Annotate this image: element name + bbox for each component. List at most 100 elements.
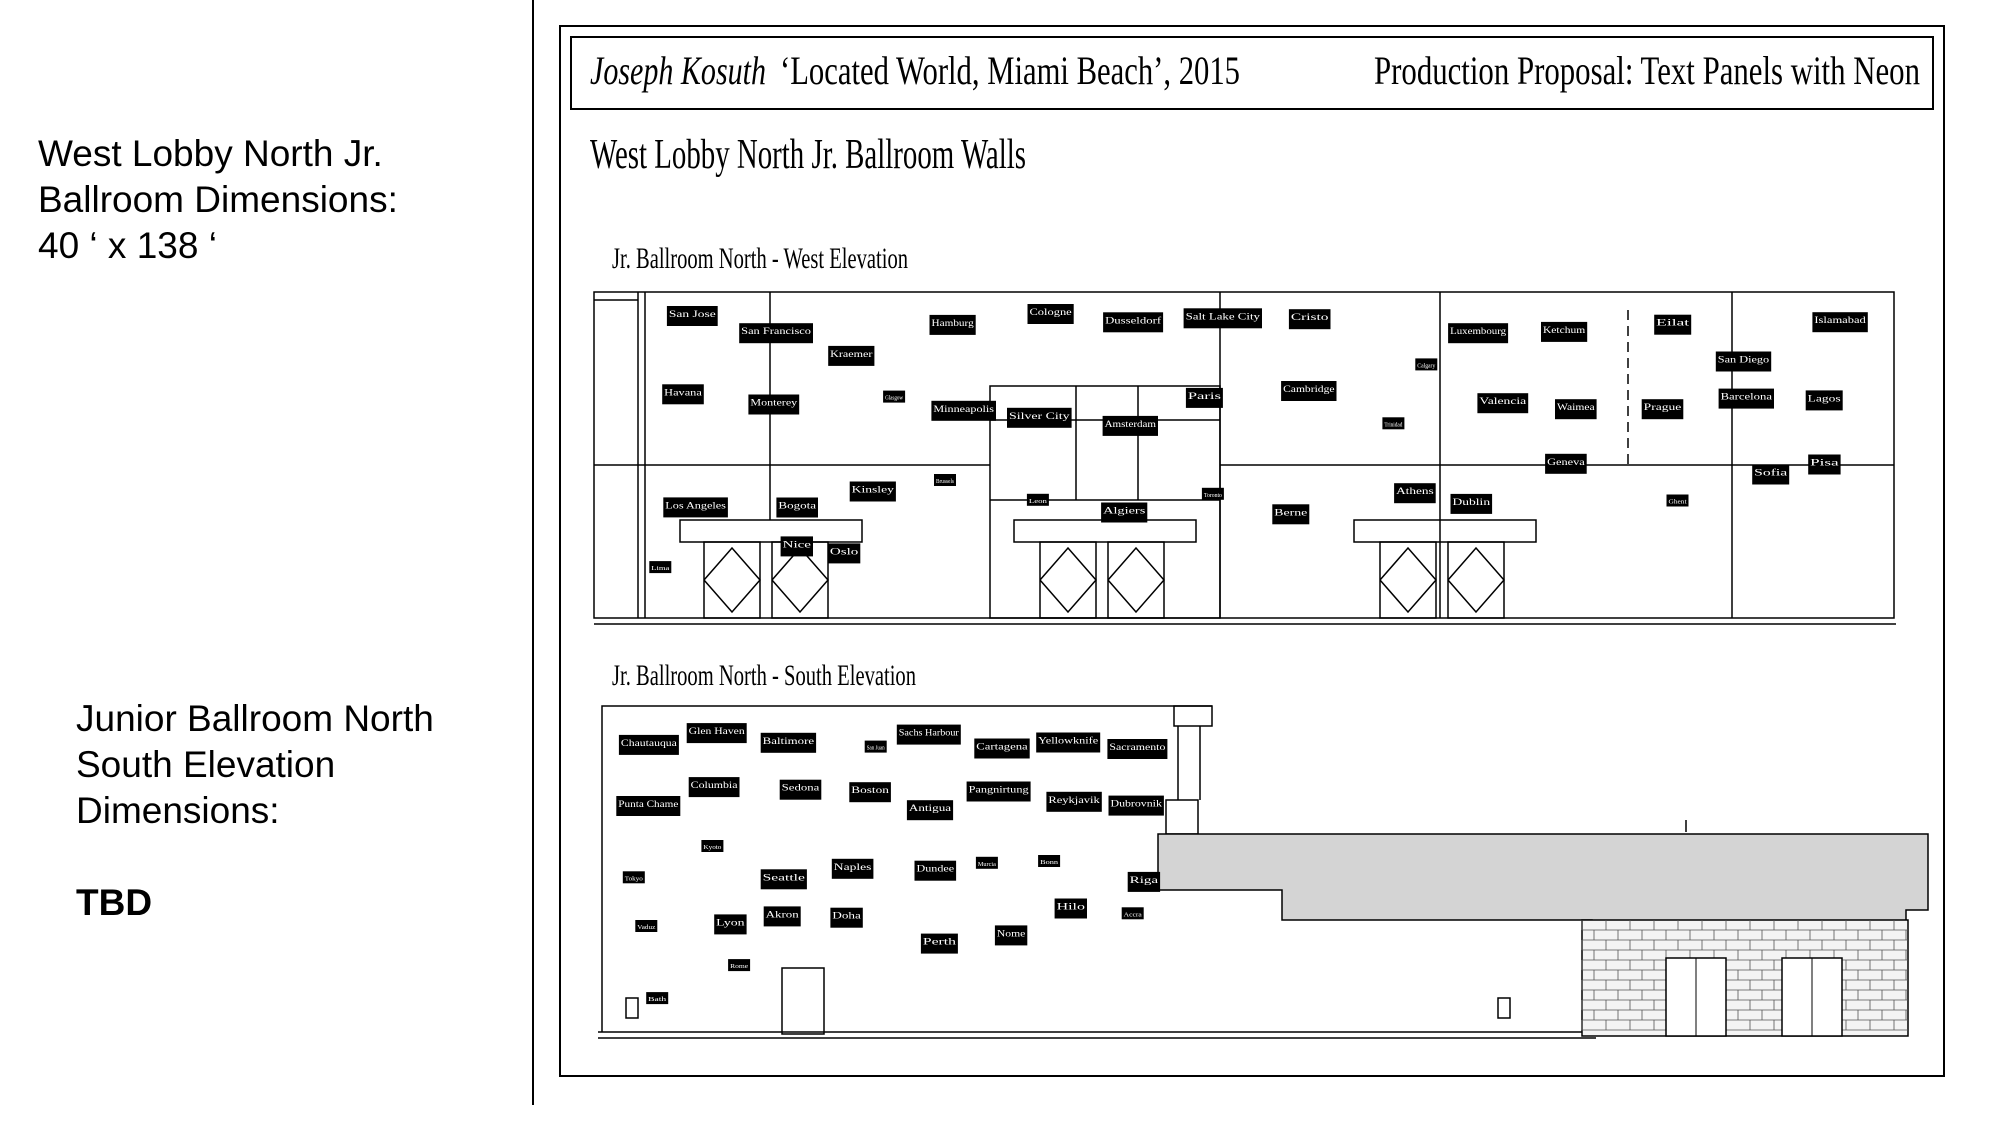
panel-city-name: Salt Lake City [1186,311,1261,321]
brick-wall [1581,919,1909,1037]
panel-city-name: Pangnirtung [969,785,1030,795]
panel-city-name: Cologne [1030,307,1072,317]
text-panel [1107,739,1168,759]
note-line: Ballroom Dimensions: [38,179,398,220]
panel-city-name: Tokyo [625,876,643,882]
text-panel [1046,791,1102,812]
text-panel [1448,323,1509,344]
dimension-value: TBD [76,882,153,923]
panel-city-name: San Jose [669,309,716,319]
text-panel [929,314,976,335]
text-panel [1654,314,1692,335]
text-panel [616,796,681,816]
panel-city-name: San Francisco [741,326,811,336]
panel-city-name: Trinidad [1384,422,1402,428]
text-panel [1545,453,1587,474]
text-panel [662,384,704,405]
panel-city-name: Barcelona [1721,392,1772,402]
west-lobby-dimensions-note: West Lobby North Jr. Ballroom Dimensions… [38,131,398,269]
text-panel [748,394,800,415]
panel-city-name: Lima [651,566,669,572]
south-elevation-dimensions-note: Junior Ballroom North South Elevation Di… [76,696,434,926]
panel-city-name: Glasgow [885,396,904,402]
text-panel [646,992,669,1005]
panel-city-name: Amsterdam [1105,419,1156,429]
panel-city-name: Punta Chame [618,799,678,809]
panel-city-name: Waimea [1557,402,1595,412]
panel-city-name: Sofia [1754,468,1787,478]
text-panel [1026,493,1049,506]
text-panel [896,724,961,745]
panel-city-name: Valencia [1479,396,1526,406]
panel-city-name: Eilat [1656,318,1690,328]
text-panel [666,306,718,326]
artist-name: Joseph Kosuth [590,48,766,93]
text-panel [739,323,813,344]
panel-city-name: Silver City [1009,411,1070,421]
panel-city-name: Cristo [1291,312,1329,322]
panel-city-name: Ghent [1669,500,1687,506]
text-panel [760,869,807,890]
text-panel [779,779,822,800]
panel-city-name: Bogota [778,501,816,511]
sheet-subtitle: West Lobby North Jr. Ballroom Walls [590,132,1026,178]
text-panel [914,860,957,881]
panel-city-name: Dundee [917,864,955,874]
text-panel [1102,415,1158,436]
panel-city-name: Rome [730,964,748,970]
panel-city-name: San Juan [867,746,885,752]
text-panel [649,561,672,574]
text-panel [1477,393,1529,414]
artwork-title: ‘Located World, Miami Beach’, 2015 [780,48,1240,93]
text-panel [931,400,996,421]
text-panel [1108,795,1164,816]
panel-city-name: Boston [851,785,889,795]
panel-city-name: Luxembourg [1450,326,1507,336]
note-line: South Elevation [76,744,336,785]
text-panel [1038,855,1061,867]
panel-city-name: Cambridge [1283,384,1334,394]
text-panel [1183,308,1262,329]
text-panel [1450,493,1493,514]
panel-city-name: Bonn [1040,860,1058,866]
panel-city-name: Kinsley [852,485,895,495]
note-line: 40 ‘ x 138 ‘ [38,225,217,266]
note-line: Junior Ballroom North [76,698,434,739]
panel-city-name: Riga [1130,875,1158,885]
panel-city-name: Geneva [1547,457,1585,467]
west-elevation-label: Jr. Ballroom North - West Elevation [612,242,908,275]
text-panel [1103,312,1164,333]
text-panel [1121,907,1144,920]
text-panel [994,925,1028,946]
text-panel [1555,399,1597,420]
panel-city-name: Seattle [763,872,805,882]
panel-city-name: Pisa [1810,458,1838,468]
note-line: Dimensions: [76,790,280,831]
panel-city-name: Los Angeles [665,500,726,510]
panel-city-name: Athens [1396,486,1434,496]
panel-city-name: Bath [648,997,666,1003]
panel-city-name: Algiers [1103,506,1146,516]
panel-city-name: Glen Haven [689,726,746,736]
text-panel [1812,312,1868,333]
panel-city-name: Vaduz [637,925,655,931]
panel-city-name: Calgary [1417,363,1435,369]
panel-city-name: Paris [1188,391,1222,401]
text-panel [906,800,954,821]
text-panel [686,723,747,744]
panel-city-name: Monterey [750,398,797,408]
text-panel [1101,502,1148,523]
sheet-frame [559,25,1945,1077]
text-panel [974,738,1030,759]
panel-city-name: Accra [1124,912,1142,918]
panel-city-name: Prague [1644,402,1682,412]
text-panel [728,959,751,972]
panel-city-name: Nice [783,539,811,549]
text-panel [1808,454,1841,475]
title-block [570,36,1934,110]
vertical-divider [532,0,534,1105]
panel-city-name: Doha [832,911,860,921]
